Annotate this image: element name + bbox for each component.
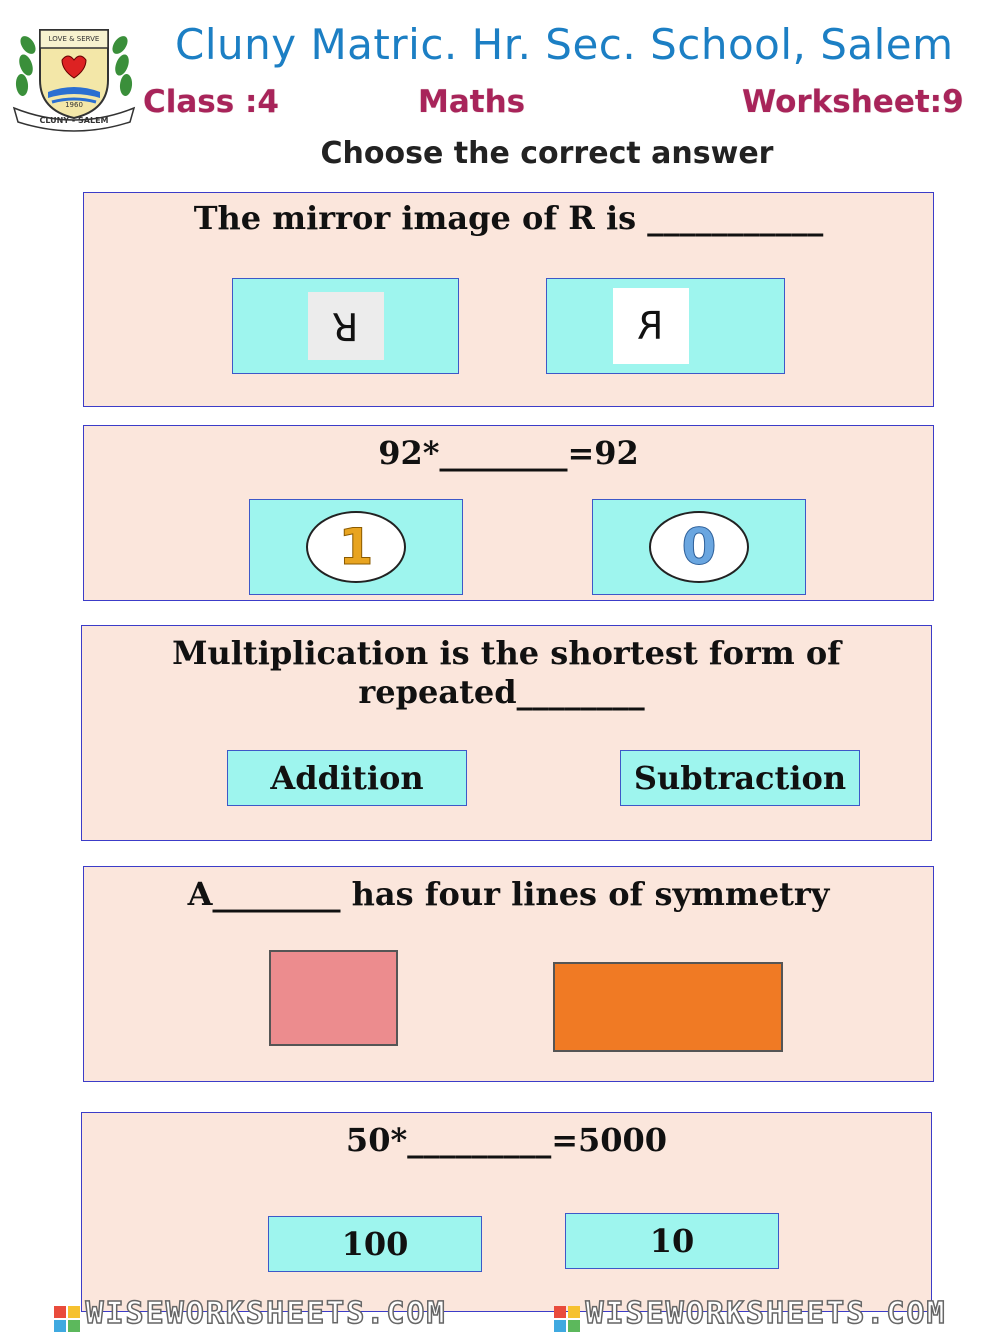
class-label: Class :4 xyxy=(143,84,279,120)
question-text-line2: repeated________ xyxy=(358,673,645,711)
watermark-text: WISEWORKSHEETS.COM xyxy=(585,1296,947,1332)
question-text: 92*________=92 xyxy=(378,434,639,472)
question-text: A________ has four lines of symmetry xyxy=(187,875,830,913)
watermark-blocks-icon xyxy=(54,1305,81,1332)
mirrored-r-glyph: R xyxy=(332,304,359,348)
question-panel-2: 92*________=92 1 0 xyxy=(83,425,934,601)
number-one-glyph: 1 xyxy=(338,518,374,577)
option-10-label: 10 xyxy=(649,1222,695,1260)
school-crest-logo: LOVE & SERVE 1960 CLUNY - SALEM xyxy=(12,29,136,132)
option-10[interactable]: 10 xyxy=(565,1213,779,1269)
number-one-badge: 1 xyxy=(306,511,406,583)
option-100-label: 100 xyxy=(341,1225,409,1263)
footer-watermark: WISEWORKSHEETS.COM WISEWORKSHEETS.COM xyxy=(0,1296,1000,1333)
question-panel-4: A________ has four lines of symmetry xyxy=(83,866,934,1082)
question-text-line1: Multiplication is the shortest form of xyxy=(172,634,841,672)
watermark-group-1: WISEWORKSHEETS.COM xyxy=(53,1296,446,1333)
logo-ribbon-text: CLUNY - SALEM xyxy=(39,116,108,125)
watermark-blocks-icon xyxy=(554,1305,581,1332)
option-mirrored-r[interactable]: R xyxy=(232,278,459,374)
question-text: 50*_________=5000 xyxy=(345,1121,668,1159)
option-100[interactable]: 100 xyxy=(268,1216,482,1272)
rectangle-shape-option[interactable] xyxy=(553,962,783,1052)
number-zero-badge: 0 xyxy=(649,511,749,583)
question-panel-5: 50*_________=5000 100 10 xyxy=(81,1112,932,1312)
worksheet-label: Worksheet:9 xyxy=(742,84,964,120)
question-panel-1: The mirror image of R is ___________ R R xyxy=(83,192,934,407)
option-one[interactable]: 1 xyxy=(249,499,463,595)
option-zero[interactable]: 0 xyxy=(592,499,806,595)
question-text: The mirror image of R is ___________ xyxy=(193,199,824,237)
number-zero-glyph: 0 xyxy=(681,518,717,577)
school-title: Cluny Matric. Hr. Sec. School, Salem xyxy=(175,20,954,69)
option-subtraction[interactable]: Subtraction xyxy=(620,750,860,806)
instruction: Choose the correct answer xyxy=(320,136,774,171)
subject-label: Maths xyxy=(418,84,526,120)
option-addition-label: Addition xyxy=(270,759,424,797)
logo-year: 1960 xyxy=(65,101,83,109)
watermark-group-2: WISEWORKSHEETS.COM xyxy=(553,1296,946,1333)
mirrored-r-card: R xyxy=(307,292,384,360)
option-subtraction-label: Subtraction xyxy=(633,759,847,797)
reversed-r-card: R xyxy=(612,288,689,364)
option-addition[interactable]: Addition xyxy=(227,750,467,806)
logo-motto: LOVE & SERVE xyxy=(49,35,100,43)
option-reversed-r[interactable]: R xyxy=(546,278,785,374)
watermark-text: WISEWORKSHEETS.COM xyxy=(85,1296,447,1332)
reversed-r-glyph: R xyxy=(637,304,664,348)
question-panel-3: Multiplication is the shortest form of r… xyxy=(81,625,932,841)
square-shape-option[interactable] xyxy=(269,950,398,1046)
